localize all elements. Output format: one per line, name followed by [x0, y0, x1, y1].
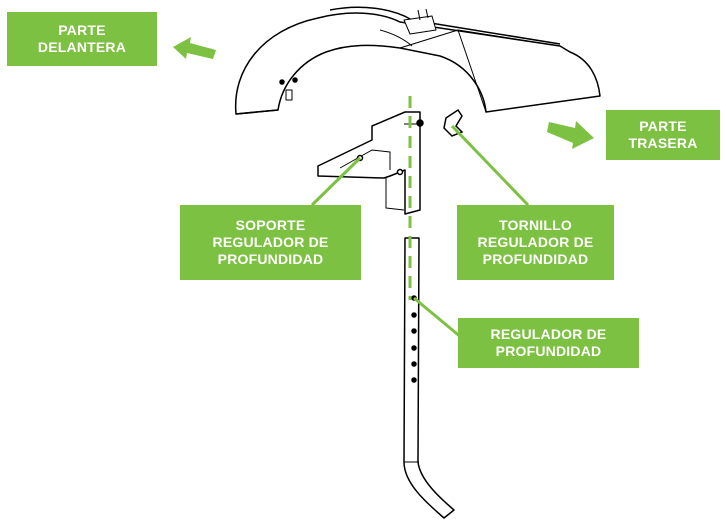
front-label-line: PARTE [58, 22, 106, 38]
screw-label-line: TORNILLO [499, 217, 572, 233]
rear-label: PARTE TRASERA [606, 110, 720, 160]
bracket-label-line: SOPORTE [235, 217, 306, 233]
regulator-leader-line [413, 296, 463, 340]
screw-label: TORNILLO REGULADOR DE PROFUNDIDAD [457, 205, 614, 280]
bracket-label-line: REGULADOR DE [212, 234, 329, 250]
screw-label-line: PROFUNDIDAD [482, 251, 589, 267]
regulator-label: REGULADOR DE PROFUNDIDAD [458, 318, 639, 368]
rear-arrow-icon [547, 121, 594, 149]
bracket-label-line: PROFUNDIDAD [217, 251, 324, 267]
rear-label-line: PARTE [639, 118, 687, 134]
shank-part [403, 237, 455, 519]
bracket-part [317, 111, 421, 215]
front-label: PARTE DELANTERA [7, 12, 157, 66]
rear-label-line: TRASERA [628, 135, 698, 151]
screw-leader-line [450, 124, 530, 207]
regulator-label-line: PROFUNDIDAD [495, 343, 602, 359]
regulator-label-line: REGULADOR DE [490, 326, 607, 342]
bracket-label: SOPORTE REGULADOR DE PROFUNDIDAD [180, 205, 361, 280]
screw-label-line: REGULADOR DE [477, 234, 594, 250]
wing-screw-part [416, 108, 464, 137]
front-label-line: DELANTERA [37, 39, 127, 55]
front-arrow-icon [173, 37, 216, 59]
bracket-leader-line [310, 156, 362, 207]
fender-part [234, 6, 601, 115]
